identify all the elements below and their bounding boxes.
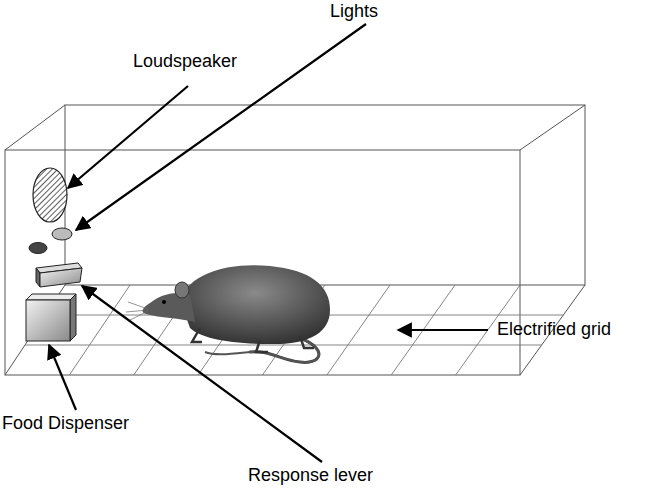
food-dispenser bbox=[26, 294, 76, 341]
lights-label: Lights bbox=[330, 2, 378, 22]
light bbox=[52, 228, 72, 240]
grid-line bbox=[327, 285, 390, 375]
loudspeaker bbox=[33, 168, 67, 222]
dispenser-label: Food Dispenser bbox=[2, 414, 129, 434]
light bbox=[29, 243, 47, 254]
lever-label: Response lever bbox=[248, 466, 373, 486]
grid-label: Electrified grid bbox=[497, 320, 611, 340]
rat bbox=[126, 265, 330, 362]
loudspeaker-label: Loudspeaker bbox=[133, 52, 237, 72]
response-lever bbox=[36, 263, 82, 287]
leader-arrows bbox=[49, 24, 488, 462]
